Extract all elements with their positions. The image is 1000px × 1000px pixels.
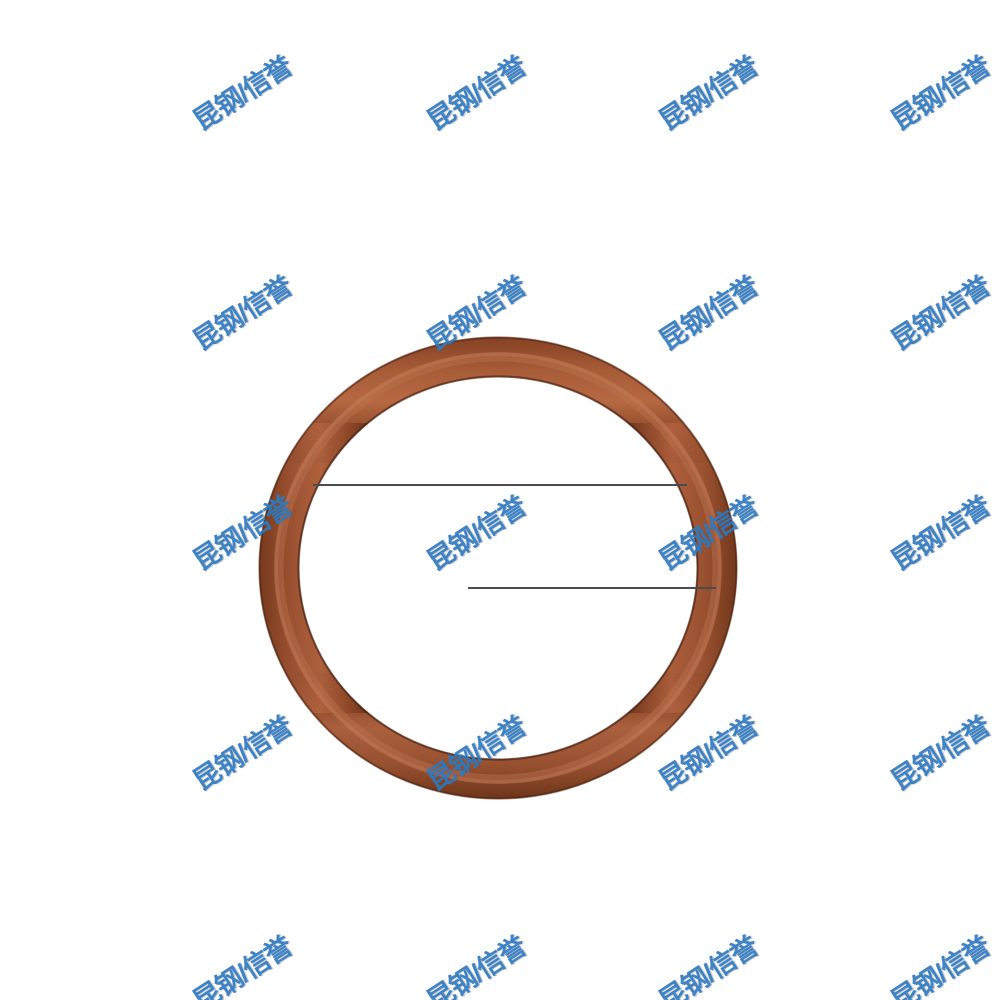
oring-svg: [255, 333, 741, 803]
oring-seal: [255, 333, 741, 803]
oring-body: [255, 333, 741, 803]
oring-edge-shadow: [258, 336, 738, 800]
outer-diameter-line: [313, 484, 687, 486]
oring-highlight: [274, 352, 722, 784]
inner-diameter-line: [468, 587, 716, 589]
